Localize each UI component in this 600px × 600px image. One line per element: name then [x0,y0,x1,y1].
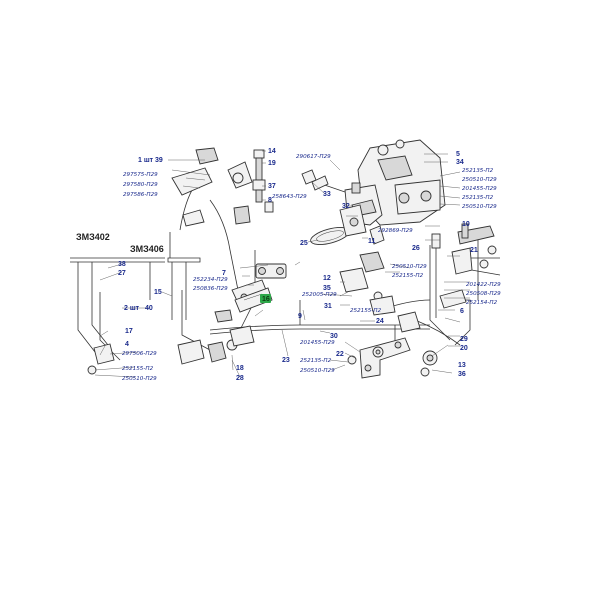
leader-lines [94,150,470,378]
callout-29: 29 [460,336,468,343]
rear-bolts [347,346,438,377]
callout-16: 16 [262,296,270,303]
part-code-252155-a: 252155-П2 [392,273,424,279]
part-code-250836: 250836-П29 [193,286,228,292]
callout-22: 22 [336,351,344,358]
part-code-290617: 290617-П29 [296,154,331,160]
callout-23: 23 [282,357,290,364]
part-code-250510-c: 250510-П29 [392,264,427,270]
callouts: 1 шт 39 14 19 37 8 33 5 34 32 11 25 26 1… [118,148,478,382]
callout-16-highlight [260,294,271,303]
callout-21: 21 [470,247,478,254]
callout-30: 30 [330,333,338,340]
part-code-250510-e: 250510-П29 [300,368,335,374]
rear-brake-connector [339,251,396,316]
callout-40: 40 [145,305,153,312]
callout-11: 11 [368,238,376,245]
callout-39: 39 [155,157,163,164]
callout-4: 4 [125,341,129,348]
pressure-regulator-spring [310,204,367,245]
callout-12: 12 [323,275,331,282]
part-code-252154: 252154-П2 [466,300,498,306]
part-code-250510-d: 250510-П29 [122,376,157,382]
callout-13: 13 [458,362,466,369]
rear-bracket [359,311,421,379]
part-code-201455-b: 201455-П29 [300,340,335,346]
part-code-297580: 297580-П29 [123,182,158,188]
callout-8: 8 [268,197,272,204]
part-code-297506: 297506-П29 [122,351,157,357]
part-code-252135-b: 252135-П2 [462,195,494,201]
callout-33: 33 [323,191,331,198]
callout-15: 15 [154,289,162,296]
part-code-252234: 252234-П29 [193,277,228,283]
callout-35: 35 [323,285,331,292]
part-code-252135-c: 252135-П2 [300,358,332,364]
callout-20: 20 [460,345,468,352]
model-label-zmz406: ЗМЗ406 [130,244,164,254]
callout-19: 19 [268,160,276,167]
callout-25: 25 [300,240,308,247]
callout-5: 5 [456,151,460,158]
callout-38: 38 [118,261,126,268]
part-code-297575: 297575-П29 [123,172,158,178]
part-code-252155-c: 252155-П2 [122,366,154,372]
left-rear-clamps [87,309,255,375]
part-code-201422: 201422-П29 [466,282,501,288]
callout-17: 17 [125,328,133,335]
bleed-valve [252,149,274,213]
callout-28: 28 [236,375,244,382]
callout-7: 7 [222,270,226,277]
callout-37: 37 [268,183,276,190]
callout-26: 26 [412,245,420,252]
callout-6: 6 [460,308,464,315]
callout-2: 2 шт [124,305,140,312]
shaft-bolts [311,175,385,245]
part-code-252135-a: 252135-П2 [462,168,494,174]
part-code-250508: 250508-П29 [466,291,501,297]
callout-1: 1 шт [138,157,154,164]
part-code-250510-a: 250510-П29 [462,177,497,183]
part-code-252005: 252005-П29 [302,292,337,298]
callout-18: 18 [236,365,244,372]
callout-14: 14 [268,148,276,155]
callout-32: 32 [342,203,350,210]
callout-10: 10 [462,221,470,228]
callout-36: 36 [458,371,466,378]
part-code-201455-a: 201455-П29 [462,186,497,192]
callout-9: 9 [298,313,302,320]
part-code-252155-b: 252155-П2 [350,308,382,314]
callout-27: 27 [118,270,126,277]
callout-24: 24 [376,318,384,325]
model-label-zmz402: ЗМЗ402 [76,232,110,242]
part-code-258643: 258643-П29 [272,194,307,200]
part-codes: 297575-П29 297580-П29 297586-П29 290617-… [122,154,501,382]
part-code-292869: 292869-П29 [378,228,413,234]
callout-31: 31 [324,303,332,310]
callout-34: 34 [456,159,464,166]
rear-fittings [431,223,497,309]
part-code-297586: 297586-П29 [123,192,158,198]
part-code-250510-b: 250510-П29 [462,204,497,210]
left-front-hose [171,147,253,227]
